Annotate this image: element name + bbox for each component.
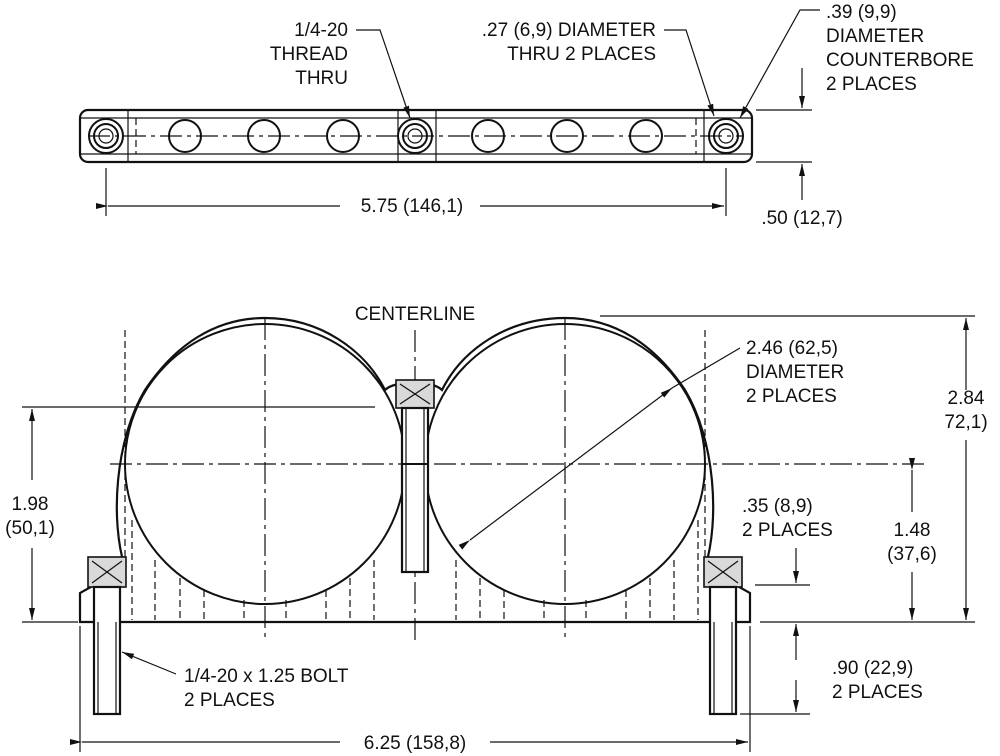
overall-height-dimension: 2.84 72,1) (600, 315, 988, 623)
through-hole (168, 119, 202, 153)
front-view: CENTERLINE 2.46 (62,5) DIAMETER 2 PLACES… (5, 304, 987, 754)
overall-height-value: 2.84 (948, 388, 985, 409)
bore-note-line3: 2 PLACES (746, 386, 837, 407)
thickness-dimension-label: .50 (12,7) (761, 208, 842, 229)
bolt-projection-dimension: .90 (22,9) 2 PLACES (740, 658, 923, 715)
right-height-metric: (37,6) (887, 544, 937, 565)
hole-note-line1: .27 (6,9) DIAMETER (482, 20, 656, 41)
bolt-projection-line1: .90 (22,9) (832, 658, 913, 679)
bolt-note: 1/4-20 x 1.25 BOLT 2 PLACES (121, 651, 349, 711)
flange-dim-line1: .35 (8,9) (742, 496, 813, 517)
through-hole (629, 119, 663, 153)
counterbore-note-line4: 2 PLACES (826, 74, 917, 95)
overall-width-label: 6.25 (158,8) (364, 733, 466, 754)
through-hole (471, 119, 505, 153)
thread-note: 1/4-20 THREAD THRU (270, 20, 411, 119)
left-height-metric: (50,1) (5, 518, 55, 539)
bolt-right (703, 556, 743, 716)
length-dimension-label: 5.75 (146,1) (361, 196, 463, 217)
right-height-dimension: 1.48 (37,6) (887, 458, 937, 620)
length-dimension: 5.75 (146,1) (96, 168, 727, 217)
bore-note: 2.46 (62,5) DIAMETER 2 PLACES (458, 338, 844, 550)
center-thread-hole (397, 118, 433, 154)
flange-dimension: .35 (8,9) 2 PLACES (742, 496, 833, 660)
through-hole (326, 119, 360, 153)
top-view: 1/4-20 THREAD THRU .27 (6,9) DIAMETER TH… (78, 2, 974, 229)
bolt-note-line1: 1/4-20 x 1.25 BOLT (184, 666, 349, 687)
left-height-dimension: 1.98 (50,1) (5, 406, 375, 623)
overall-width-dimension: 6.25 (158,8) (70, 626, 751, 754)
left-height-value: 1.98 (12, 494, 49, 515)
counterbore-note: .39 (9,9) DIAMETER COUNTERBORE 2 PLACES (739, 2, 974, 119)
thread-note-line1: 1/4-20 (294, 20, 348, 41)
right-height-value: 1.48 (894, 520, 931, 541)
thread-note-line2: THREAD (270, 44, 348, 65)
centerline-label: CENTERLINE (355, 304, 475, 325)
center-screw (395, 379, 435, 574)
through-hole (247, 119, 281, 153)
bolt-note-line2: 2 PLACES (184, 690, 275, 711)
bolt-projection-line2: 2 PLACES (832, 682, 923, 703)
thread-note-line3: THRU (295, 68, 348, 89)
bore-note-line1: 2.46 (62,5) (746, 338, 838, 359)
counterbore-note-line3: COUNTERBORE (826, 50, 974, 71)
bore-note-line2: DIAMETER (746, 362, 844, 383)
thickness-dimension: .50 (12,7) (756, 68, 843, 229)
hole-note: .27 (6,9) DIAMETER THRU 2 PLACES (482, 20, 715, 117)
overall-height-metric: 72,1) (944, 412, 987, 433)
counterbore-left (88, 118, 124, 154)
hidden-lines (124, 330, 706, 620)
through-hole (550, 119, 584, 153)
counterbore-note-line2: DIAMETER (826, 26, 924, 47)
hole-note-line2: THRU 2 PLACES (507, 44, 656, 65)
counterbore-note-line1: .39 (9,9) (826, 2, 897, 23)
counterbore-right (708, 118, 744, 154)
flange-dim-line2: 2 PLACES (742, 520, 833, 541)
bolt-left (87, 556, 127, 716)
